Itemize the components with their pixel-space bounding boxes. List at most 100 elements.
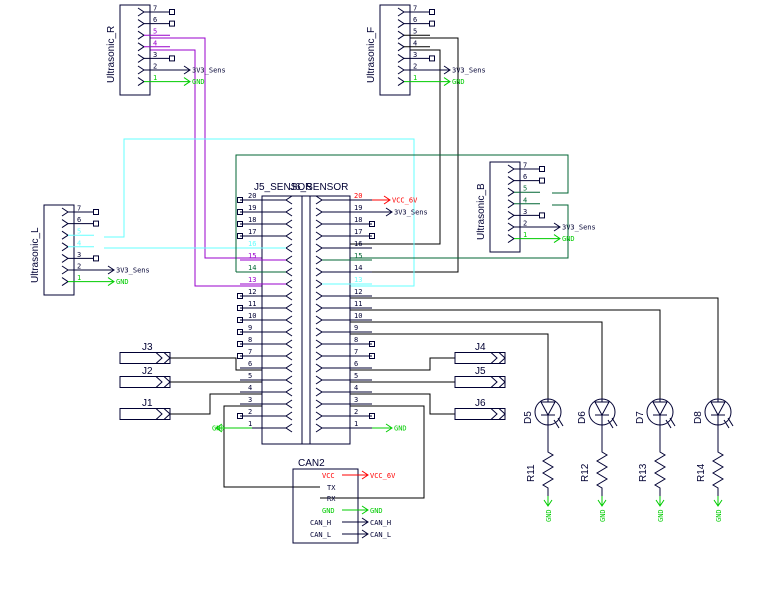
uf-3v3-net: 3V3_Sens	[452, 67, 486, 75]
j5-pin-9: 9	[248, 324, 252, 332]
j5-pin-chevron-icon	[285, 327, 293, 337]
j6-pin-chevron-icon	[315, 363, 323, 373]
uf-pin-chevron-icon	[397, 7, 405, 17]
jumper-j4-ref: J4	[475, 342, 486, 353]
jumper-j2-ref: J2	[142, 366, 153, 377]
j5-pin-chevron-icon	[285, 399, 293, 409]
wire-j3-j5-6	[170, 357, 262, 371]
uf-3v3-arrow-icon	[443, 65, 451, 75]
ub-pin-chevron-icon	[507, 234, 515, 244]
ub-gnd-arrow-icon	[553, 234, 561, 244]
gnd-arrow-icon	[713, 499, 723, 507]
ub-pin-6: 6	[523, 173, 527, 181]
resistor-gnd-net: GND	[657, 509, 665, 522]
j6-pin-chevron-icon	[315, 399, 323, 409]
ul-pin-chevron-icon	[61, 265, 69, 275]
ur-pin-chevron-icon	[137, 42, 145, 52]
j6-pin-chevron-icon	[315, 411, 323, 421]
ub-pin-chevron-icon	[507, 222, 515, 232]
jumper-j1-ref: J1	[142, 398, 153, 409]
jumper-chevron-icon	[155, 376, 163, 388]
j5-pin-2: 2	[248, 408, 252, 416]
ur-no-connect-icon	[169, 55, 175, 62]
j6-pin-19: 19	[354, 204, 362, 212]
j5-pin-8: 8	[248, 336, 252, 344]
wire-j6-9-d5	[350, 333, 549, 398]
j6-pin-chevron-icon	[315, 279, 323, 289]
j5-pin-12: 12	[248, 288, 256, 296]
j5-pin-13: 13	[248, 276, 256, 284]
j6-no-connect-icon	[369, 221, 375, 227]
wire-ul5-j6-13	[104, 138, 415, 287]
ur-pin-chevron-icon	[137, 19, 145, 29]
wire-j6-6-j4	[350, 357, 455, 371]
ur-body	[119, 4, 151, 96]
wire-uf4-j6-16	[350, 49, 441, 245]
jumper-j6-ref: J6	[475, 398, 486, 409]
uf-pin-chevron-icon	[397, 30, 405, 40]
resistor-gnd-net: GND	[715, 509, 723, 522]
j5-pin-1: 1	[248, 420, 252, 428]
ur-pin-1: 1	[153, 74, 157, 82]
can2-body	[292, 468, 359, 544]
j6-no-connect-icon	[369, 353, 375, 359]
j6-pin-5: 5	[354, 372, 358, 380]
j5-pin-chevron-icon	[285, 363, 293, 373]
led-d6-ref: D6	[577, 411, 588, 424]
j5-pin-20: 20	[248, 192, 256, 200]
wire-j6-4-j6	[350, 393, 455, 415]
gnd-arrow-icon	[543, 499, 553, 507]
ul-pin-chevron-icon	[61, 230, 69, 240]
gnd-arrow-icon	[597, 499, 607, 507]
uf-pin-3: 3	[413, 51, 417, 59]
j6-pin-chevron-icon	[315, 423, 323, 433]
ub-pin-1: 1	[523, 231, 527, 239]
ul-pin-chevron-icon	[61, 277, 69, 287]
j6-pin-chevron-icon	[315, 351, 323, 361]
j5-pin-17: 17	[248, 228, 256, 236]
ur-pin-chevron-icon	[137, 77, 145, 87]
resistor-r11-ref: R11	[526, 464, 537, 482]
jumper-chevron-icon	[498, 352, 506, 364]
ul-pin-chevron-icon	[61, 207, 69, 217]
j5-no-connect-icon	[237, 341, 243, 347]
canl-arrow-icon	[361, 529, 369, 539]
j5-sensor-header: J5_SENSOR2019181716151413121110987654321…	[212, 182, 312, 445]
ur-pin-6: 6	[153, 16, 157, 24]
j6-pin-chevron-icon	[315, 267, 323, 277]
j5-no-connect-icon	[237, 413, 243, 419]
led-triangle-icon	[652, 401, 668, 417]
ur-pin-chevron-icon	[137, 65, 145, 75]
j5-pin-6: 6	[248, 360, 252, 368]
j6-pin-8: 8	[354, 336, 358, 344]
j5-pin-3: 3	[248, 396, 252, 404]
ul-gnd-arrow-icon	[107, 277, 115, 287]
jumper-chevron-icon	[490, 408, 498, 420]
j6-pin-chevron-icon	[315, 243, 323, 253]
can2-pin-canh: CAN_H	[310, 519, 331, 527]
j5-pin-chevron-icon	[285, 303, 293, 313]
ur-pin-4: 4	[153, 39, 157, 47]
ub-pin-2: 2	[523, 220, 527, 228]
ub-pin-4: 4	[523, 196, 527, 204]
j5-no-connect-icon	[237, 293, 243, 299]
ul-pin-chevron-icon	[61, 242, 69, 252]
j6-3v3-net: 3V3_Sens	[394, 209, 428, 217]
ur-3v3-net: 3V3_Sens	[192, 67, 226, 75]
j5-pin-chevron-icon	[285, 267, 293, 277]
uf-pin-1: 1	[413, 74, 417, 82]
ur-pin-chevron-icon	[137, 30, 145, 40]
j5-pin-15: 15	[248, 252, 256, 260]
ul-pin-1: 1	[77, 274, 81, 282]
j6-vcc-net: VCC_6V	[392, 197, 418, 205]
j6-pin-chevron-icon	[315, 255, 323, 265]
vcc-arrow-icon	[361, 470, 369, 480]
resistor-r12-ref: R12	[580, 463, 591, 482]
uf-gnd-arrow-icon	[443, 77, 451, 87]
ub-3v3-arrow-icon	[553, 222, 561, 232]
j6-pin-chevron-icon	[315, 219, 323, 229]
ul-pin-7: 7	[77, 205, 81, 213]
